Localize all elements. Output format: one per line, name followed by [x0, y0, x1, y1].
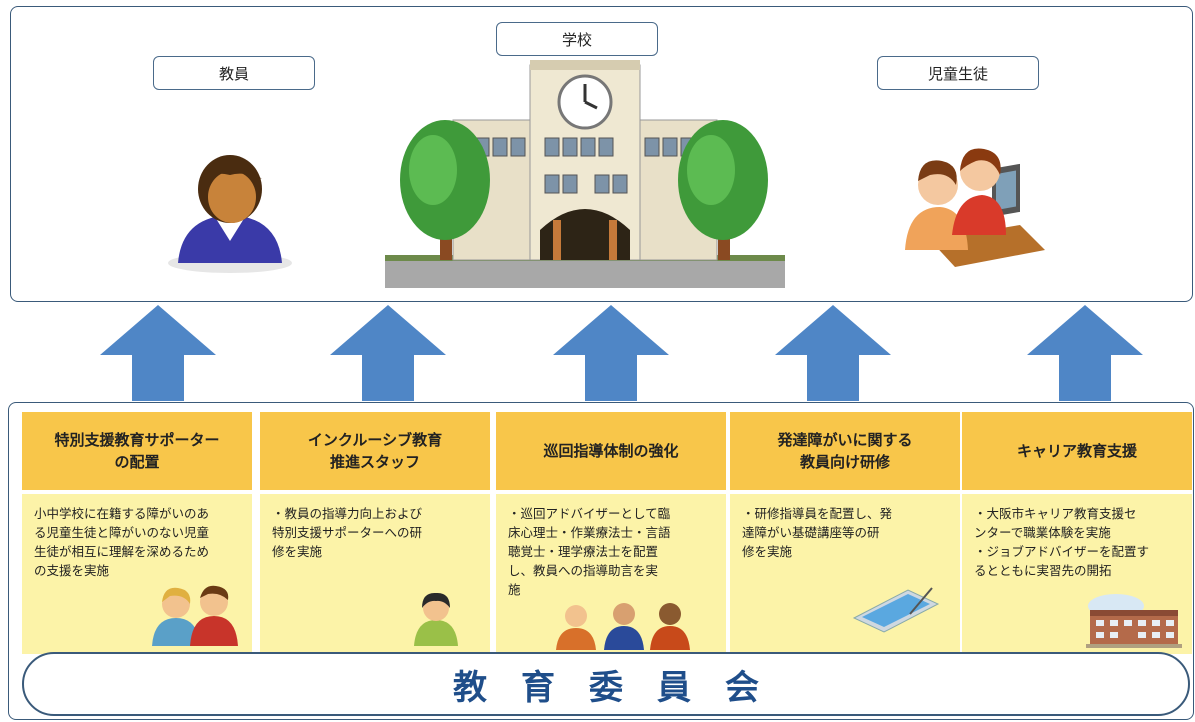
career-center-building-icon [1086, 594, 1182, 648]
up-arrow-icon [1027, 305, 1143, 401]
column-title: キャリア教育支援 [962, 412, 1192, 490]
school-building-icon [385, 60, 785, 288]
up-arrow-icon [330, 305, 446, 401]
teacher-label: 教員 [153, 56, 315, 90]
staff-icon [414, 592, 458, 646]
up-arrow-icon [775, 305, 891, 401]
column-description: 小中学校に在籍する障がいのあ る児童生徒と障がいのない児童 生徒が相互に理解を深… [34, 506, 210, 578]
school-label: 学校 [496, 22, 658, 56]
column-description: ・大阪市キャリア教育支援セ ンターで職業体験を実施 ・ジョブアドバイザーを配置す… [974, 506, 1150, 578]
children-icon [152, 585, 238, 646]
up-arrow-icon [553, 305, 669, 401]
column-description: ・教員の指導力向上および 特別支援サポーターへの研 修を実施 [272, 506, 423, 559]
column-title: 発達障がいに関する 教員向け研修 [730, 412, 960, 490]
column-description: ・研修指導員を配置し、発 達障がい基礎講座等の研 修を実施 [742, 506, 893, 559]
program-column-teacher-training: 発達障がいに関する 教員向け研修 ・研修指導員を配置し、発 達障がい基礎講座等の… [730, 412, 960, 654]
student-label: 児童生徒 [877, 56, 1039, 90]
up-arrow-icon [100, 305, 216, 401]
column-title: インクルーシブ教育 推進スタッフ [260, 412, 490, 490]
board-of-education-label: 教育委員会 [453, 667, 793, 708]
column-title: 特別支援教育サポーター の配置 [22, 412, 252, 490]
advisors-icon [556, 603, 690, 650]
program-column-supporter: 特別支援教育サポーター の配置 小中学校に在籍する障がいのあ る児童生徒と障がい… [22, 412, 252, 654]
students-computer-icon [905, 148, 1045, 267]
program-column-inclusive-staff: インクルーシブ教育 推進スタッフ ・教員の指導力向上および 特別支援サポーターへ… [260, 412, 490, 654]
column-description: ・巡回アドバイザーとして臨 床心理士・作業療法士・言語 聴覚士・理学療法士を配置… [508, 506, 671, 597]
board-of-education-banner: 教育委員会 [22, 652, 1190, 716]
teacher-icon [168, 155, 292, 273]
column-title: 巡回指導体制の強化 [496, 412, 726, 490]
tablet-icon [852, 587, 940, 633]
program-column-career-education: キャリア教育支援 ・大阪市キャリア教育支援セ ンターで職業体験を実施 ・ジョブア… [962, 412, 1192, 654]
program-column-itinerant-guidance: 巡回指導体制の強化 ・巡回アドバイザーとして臨 床心理士・作業療法士・言語 聴覚… [496, 412, 726, 654]
